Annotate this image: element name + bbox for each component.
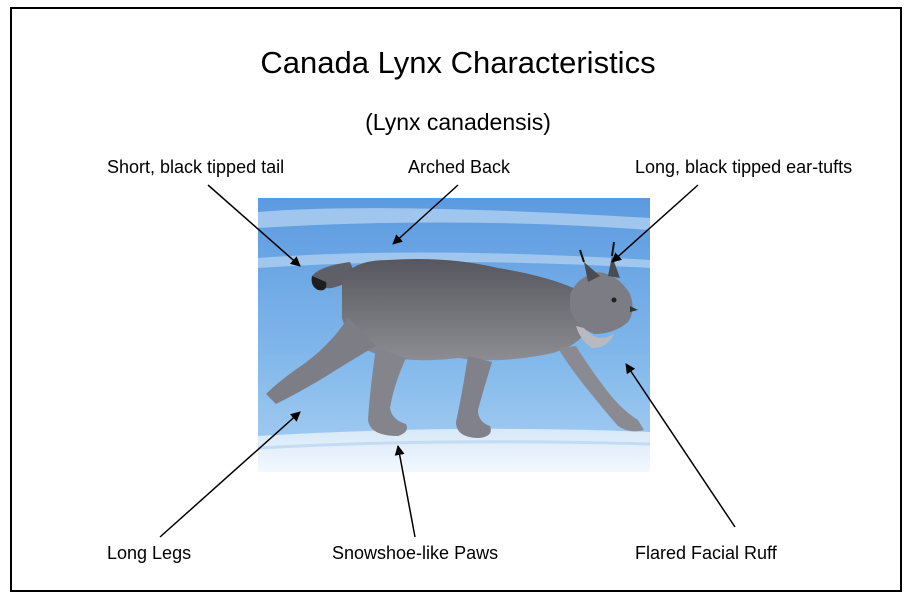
arrow-ruff — [626, 364, 735, 527]
arrow-ears — [612, 185, 698, 262]
arrow-back — [393, 185, 458, 244]
arrow-paws — [398, 446, 415, 537]
arrow-legs — [160, 412, 300, 537]
arrow-tail — [208, 185, 300, 266]
